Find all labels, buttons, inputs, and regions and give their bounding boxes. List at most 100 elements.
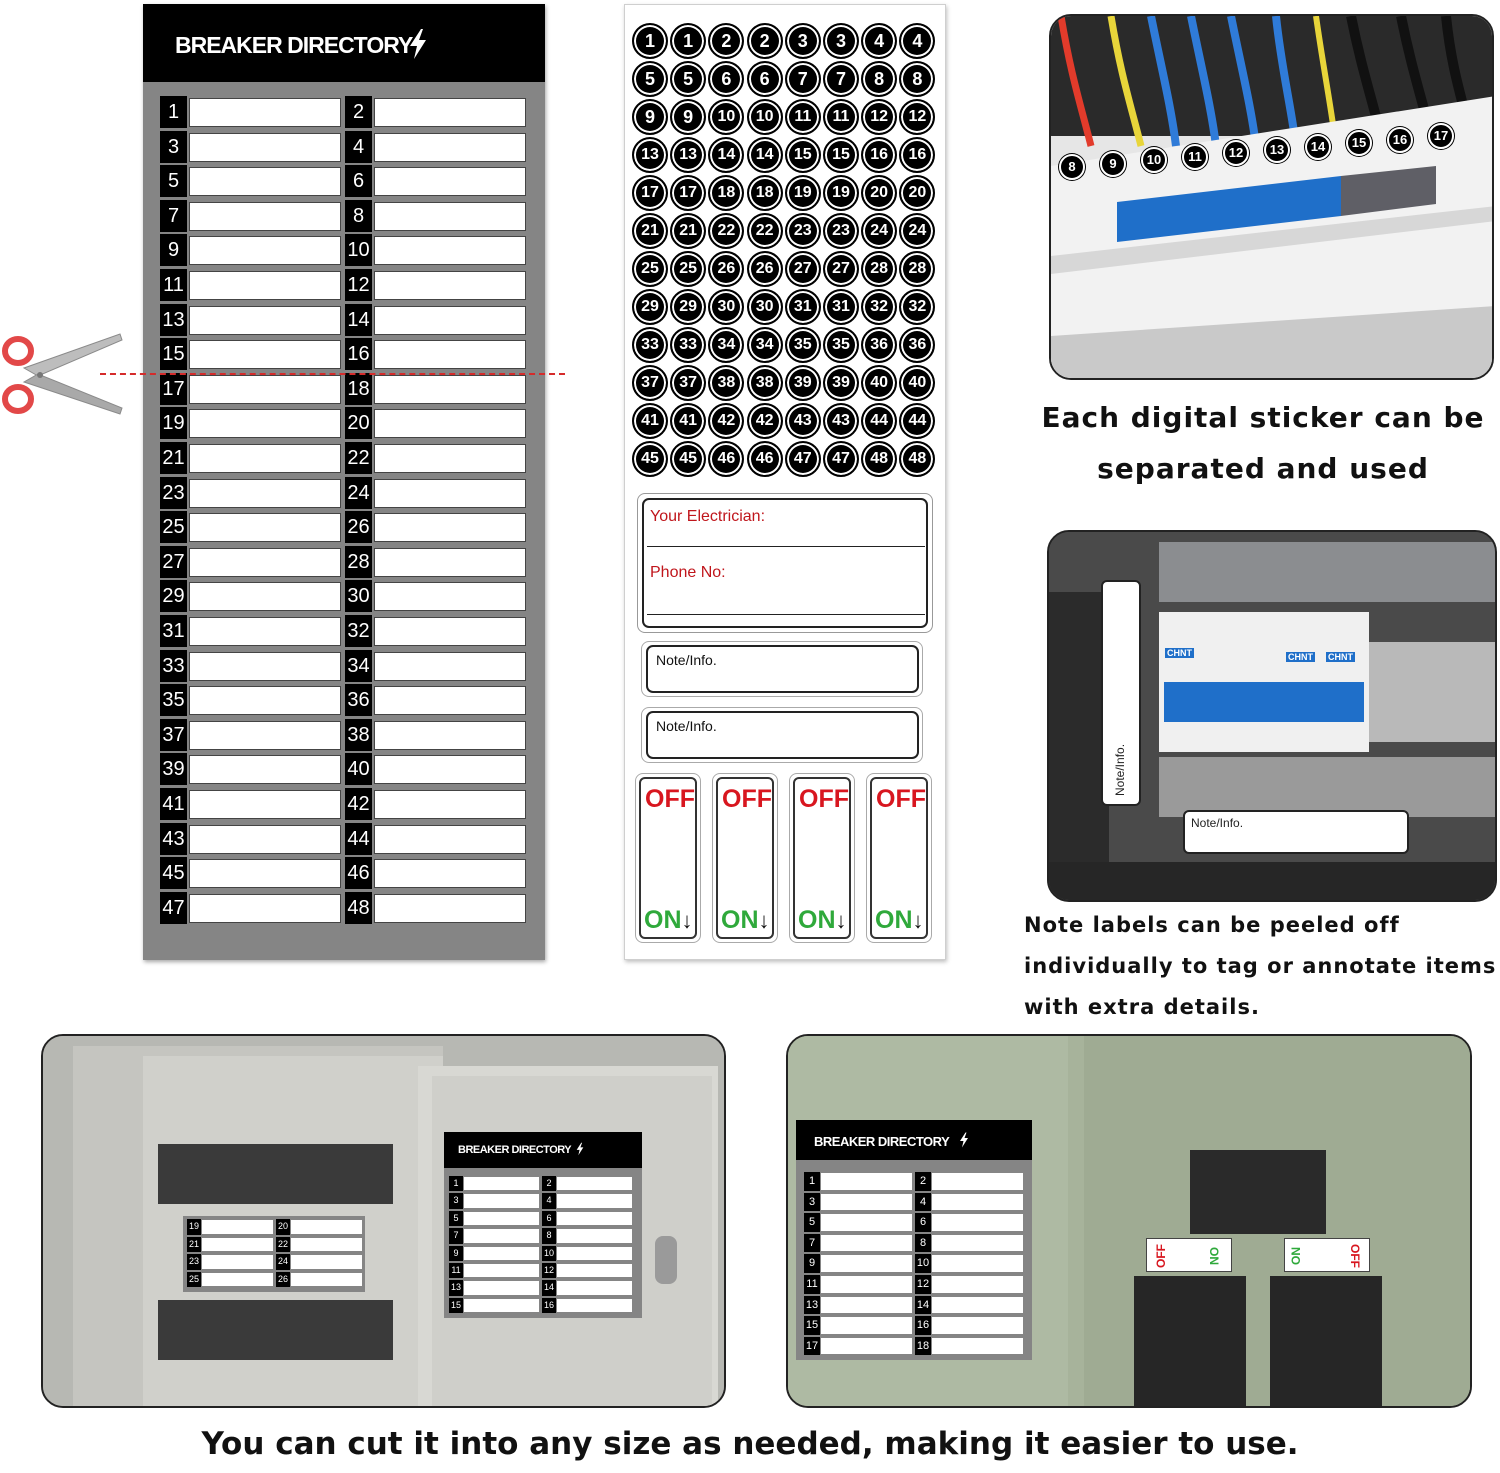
number-sticker: 27 — [784, 251, 821, 287]
circuit-label-field — [189, 132, 341, 162]
circuit-number: 8 — [345, 199, 372, 232]
circuit-number: 37 — [160, 718, 187, 751]
number-sticker: 38 — [708, 365, 745, 401]
directory-entry: 38 — [345, 718, 527, 751]
circuit-label-field — [189, 824, 341, 854]
number-sticker: 18 — [708, 175, 745, 211]
box-directory-title: BREAKER DIRECTORY — [814, 1134, 950, 1149]
circuit-number: 16 — [915, 1316, 931, 1335]
directory-entry: 30 — [345, 580, 527, 613]
directory-entry: 13 — [160, 303, 342, 336]
circuit-number: 39 — [160, 753, 187, 786]
number-sticker: 40 — [861, 365, 898, 401]
circuit-label-field — [189, 893, 341, 923]
circuit-label-field — [189, 444, 341, 473]
number-sticker: 39 — [823, 365, 859, 401]
circuit-label-field — [189, 271, 341, 300]
circuit-label-field — [932, 1337, 1023, 1355]
breaker-number-sticker: 15 — [1346, 130, 1372, 157]
number-sticker: 11 — [823, 99, 859, 135]
cut-dashed-line — [100, 373, 565, 375]
off-label: OFF — [876, 785, 926, 813]
circuit-number: 7 — [160, 199, 187, 232]
circuit-number: 18 — [915, 1336, 931, 1356]
number-sticker: 29 — [632, 289, 668, 325]
circuit-label-field — [189, 478, 341, 508]
circuit-label-field — [464, 1229, 539, 1243]
circuit-label-field — [291, 1272, 362, 1286]
circuit-number: 26 — [276, 1271, 290, 1287]
number-sticker: 6 — [708, 61, 745, 97]
circuit-label-field — [202, 1272, 273, 1286]
circuit-number: 4 — [542, 1193, 556, 1209]
number-sticker: 35 — [823, 327, 859, 363]
breaker-number-sticker: 10 — [1141, 147, 1167, 174]
note-label-1: Note/Info. — [641, 641, 923, 697]
number-sticker: 38 — [746, 365, 783, 401]
directory-entry: 23 — [160, 476, 342, 509]
scissors-icon — [2, 333, 123, 415]
circuit-label-field — [374, 859, 526, 889]
circuit-label-field — [291, 1220, 362, 1234]
number-sticker: 34 — [708, 327, 745, 363]
number-sticker: 5 — [632, 61, 668, 97]
directory-entry: 11 — [160, 269, 342, 301]
directory-entry: 5 — [160, 165, 342, 198]
circuit-number: 15 — [449, 1297, 463, 1314]
arrow-down-icon: ↓ — [681, 908, 693, 933]
circuit-number: 19 — [187, 1219, 201, 1235]
number-sticker: 12 — [899, 99, 936, 135]
circuit-label-field — [202, 1255, 273, 1269]
number-sticker: 3 — [784, 23, 821, 59]
circuit-label-field — [374, 236, 526, 266]
directory-entry: 42 — [345, 788, 527, 820]
number-sticker: 6 — [746, 61, 783, 97]
number-sticker: 28 — [899, 251, 936, 287]
circuit-label-field — [374, 582, 526, 612]
brand-label: CHNT — [1286, 652, 1315, 662]
circuit-number: 4 — [915, 1192, 931, 1212]
directory-header: BREAKER DIRECTORY — [143, 4, 545, 82]
circuit-number: 42 — [345, 788, 372, 820]
number-sticker: 10 — [708, 99, 745, 135]
circuit-number: 36 — [345, 684, 372, 717]
directory-entry: 4 — [345, 130, 527, 163]
circuit-number: 22 — [345, 442, 372, 474]
directory-entry: 40 — [345, 753, 527, 786]
on-off-label-1: OFF ON↓ — [635, 773, 701, 943]
circuit-label-field — [374, 340, 526, 370]
circuit-number: 3 — [160, 130, 187, 163]
number-sticker: 40 — [899, 365, 936, 401]
circuit-label-field — [557, 1264, 632, 1278]
directory-entry: 15 — [160, 338, 342, 371]
directory-entry: 45 — [160, 857, 342, 890]
circuit-number: 32 — [345, 615, 372, 647]
directory-entry: 2 — [345, 96, 527, 128]
directory-entry: 41 — [160, 788, 342, 820]
circuit-label-field — [821, 1255, 912, 1272]
directory-entry: 31 — [160, 615, 342, 647]
circuit-label-field — [374, 444, 526, 473]
number-sticker: 45 — [632, 441, 668, 477]
circuit-number: 17 — [804, 1336, 820, 1356]
circuit-label-field — [189, 755, 341, 785]
breaker-number-sticker: 16 — [1387, 126, 1413, 153]
circuit-label-field — [821, 1317, 912, 1334]
circuit-label-field — [189, 686, 341, 716]
circuit-label-field — [291, 1237, 362, 1251]
circuit-number: 38 — [345, 718, 372, 751]
arrow-down-icon: ↓ — [758, 908, 770, 933]
number-sticker: 19 — [784, 175, 821, 211]
circuit-label-field — [932, 1296, 1023, 1314]
circuit-label-field — [189, 98, 341, 127]
arrow-down-icon: ↓ — [835, 908, 847, 933]
number-sticker: 42 — [746, 403, 783, 439]
circuit-label-field — [932, 1317, 1023, 1334]
lightning-bolt-icon — [960, 1132, 968, 1148]
circuit-number: 25 — [187, 1271, 201, 1287]
circuit-number: 5 — [160, 165, 187, 198]
circuit-label-field — [464, 1298, 539, 1313]
